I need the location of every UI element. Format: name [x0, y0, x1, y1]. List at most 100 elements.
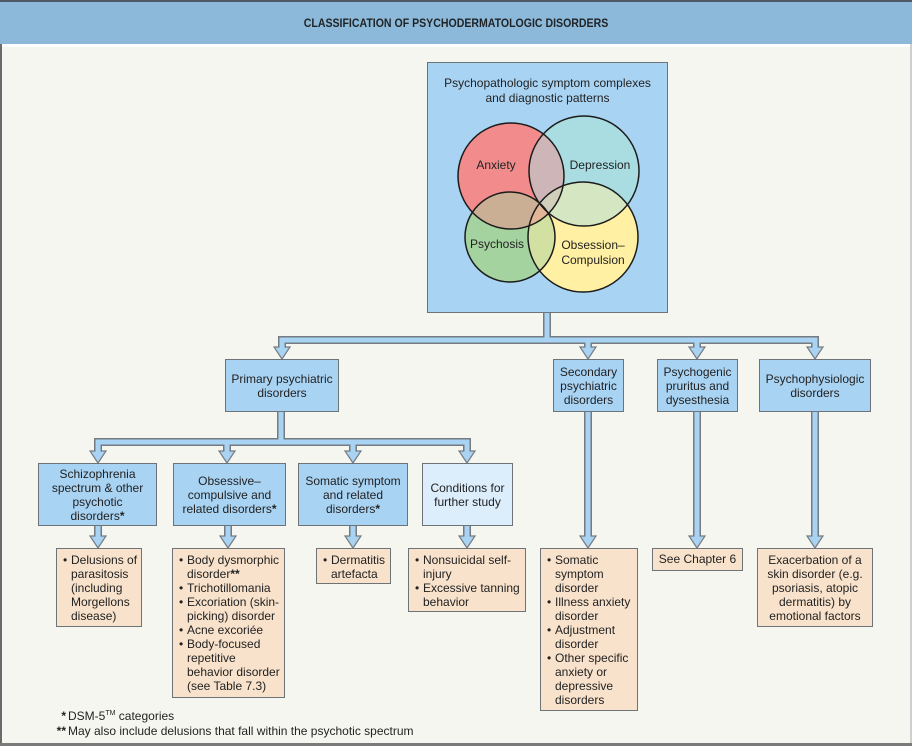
dsm-marker: *: [271, 501, 277, 516]
list-item-text: Delusions of parasitosis (including Morg…: [71, 553, 138, 623]
subcategory-label-text: Somatic symptom and related disorders: [305, 473, 401, 516]
category-label: Psychogenic pruritus and dysesthesia: [663, 364, 732, 407]
header-divider: [0, 44, 912, 47]
subcategory-somatic-symptom: Somatic symptom and related disorders*: [298, 463, 408, 526]
detail-list: Somatic symptom disorderIllness anxiety …: [541, 549, 637, 707]
list-item: Illness anxiety disorder: [547, 595, 636, 623]
venn-outline-obsession: [527, 181, 639, 293]
footnote-marker: **: [230, 567, 240, 581]
subcategory-label: Schizophrenia spectrum & other psychotic…: [47, 467, 148, 523]
category-psychophysiologic: Psychophysiologic disorders: [759, 359, 871, 412]
arrow-to-obsessive-details: [218, 535, 238, 550]
list-item-text: Other specific anxiety or depressive dis…: [555, 651, 629, 707]
list-item-text: Excoriation (skin-picking) disorder: [187, 595, 280, 623]
overview-box: Anxiety Depression Psychosis Obsession– …: [427, 62, 668, 313]
arrow-to-pruritus-details: [687, 535, 707, 550]
list-item-text: Somatic symptom disorder: [555, 553, 604, 595]
details-psychogenic-pruritus: See Chapter 6: [652, 548, 743, 571]
venn-label-psychosis: Psychosis: [470, 237, 524, 251]
list-item-text: Nonsuicidal self-injury: [423, 553, 512, 581]
arrow-to-conditions-details: [457, 535, 477, 550]
footnote-dsm: * DSM-5TM categories: [50, 709, 414, 724]
list-item-text: Excessive tanning behavior: [423, 581, 520, 609]
list-item: Trichotillomania: [179, 581, 283, 595]
details-obsessive-compulsive: Body dysmorphic disorder**Trichotilloman…: [172, 548, 285, 698]
list-item-text: Acne excoriée: [187, 623, 264, 637]
overview-title: Psychopathologic symptom complexes and d…: [444, 76, 651, 105]
chapter-reference: See Chapter 6: [658, 552, 737, 566]
footnotes: * DSM-5TM categories ** May also include…: [50, 709, 414, 739]
connector-primary-bar: [95, 439, 470, 452]
subcategory-label: Somatic symptom and related disorders*: [303, 474, 403, 516]
trademark-superscript: TM: [105, 710, 116, 717]
list-item-text: Trichotillomania: [187, 581, 271, 595]
category-psychogenic-pruritus: Psychogenic pruritus and dysesthesia: [657, 359, 738, 412]
arrow-to-schizo-details: [88, 535, 108, 550]
details-psychophysiologic: Exacerbation of a skin disorder (e.g. ps…: [757, 548, 873, 627]
list-item: Delusions of parasitosis (including Morg…: [63, 553, 140, 623]
list-item: Acne excoriée: [179, 623, 283, 637]
arrow-to-conditions: [457, 450, 477, 465]
list-item: Other specific anxiety or depressive dis…: [547, 651, 636, 707]
venn-outline-anxiety: [457, 122, 565, 230]
dsm-marker: *: [375, 501, 381, 516]
venn-label-depression: Depression: [570, 158, 631, 172]
subcategory-label-text: Obsessive–compulsive and related disorde…: [182, 473, 272, 516]
details-secondary-psychiatric: Somatic symptom disorderIllness anxiety …: [540, 548, 638, 711]
subcategory-schizophrenia-spectrum: Schizophrenia spectrum & other psychotic…: [38, 463, 157, 526]
footnote-marker: **: [56, 724, 66, 738]
venn-circle-depression-blend: [529, 116, 639, 226]
list-item: Nonsuicidal self-injury: [415, 553, 524, 581]
list-item: Excessive tanning behavior: [415, 581, 524, 609]
list-item: Dermatitis artefacta: [323, 553, 389, 581]
detail-list: Nonsuicidal self-injuryExcessive tanning…: [409, 549, 525, 609]
venn-label-obsession-line2: Compulsion: [561, 253, 624, 267]
footnote-marker: *: [61, 709, 66, 723]
arrow-to-schizophrenia: [88, 450, 108, 465]
list-item-text: Dermatitis artefacta: [331, 553, 386, 581]
arrow-to-pruritus: [687, 346, 707, 361]
frame-right-border: [910, 44, 912, 746]
dsm-marker: *: [119, 508, 125, 523]
arrow-to-secondary-details: [578, 535, 598, 550]
venn-diagram: Anxiety Depression Psychosis Obsession– …: [457, 115, 640, 293]
subcategory-label-text: Conditions for further study: [430, 480, 505, 509]
venn-outline-psychosis: [464, 191, 556, 283]
footnote-text: DSM-5TM categories: [68, 709, 174, 724]
footnote-text-after: categories: [115, 709, 175, 723]
subcategory-label: Conditions for further study: [426, 481, 509, 509]
category-secondary-psychiatric: Secondary psychiatric disorders: [553, 359, 624, 412]
arrow-to-somatic-details: [343, 535, 363, 550]
detail-list: Dermatitis artefacta: [317, 549, 390, 581]
list-item: Body dysmorphic disorder**: [179, 553, 283, 581]
detail-list: Body dysmorphic disorder**Trichotilloman…: [173, 549, 284, 693]
arrow-to-psychophysiologic-details: [805, 535, 825, 550]
figure-title: CLASSIFICATION OF PSYCHODERMATOLOGIC DIS…: [303, 16, 609, 30]
list-item: Adjustment disorder: [547, 623, 636, 651]
list-item-text: Illness anxiety disorder: [555, 595, 631, 623]
arrow-to-psychophysiologic: [805, 346, 825, 361]
category-label: Psychophysiologic disorders: [765, 371, 865, 400]
arrow-to-obsessive: [217, 450, 237, 465]
frame-top-border: [0, 0, 912, 2]
psychophysiologic-description: Exacerbation of a skin disorder (e.g. ps…: [767, 553, 863, 623]
footnote-delusions: ** May also include delusions that fall …: [50, 724, 414, 739]
list-item: Body-focused repetitive behavior disorde…: [179, 637, 283, 693]
details-schizophrenia-spectrum: Delusions of parasitosis (including Morg…: [56, 548, 142, 627]
subcategory-obsessive-compulsive: Obsessive–compulsive and related disorde…: [173, 463, 286, 526]
venn-label-anxiety: Anxiety: [476, 158, 515, 172]
details-conditions-further-study: Nonsuicidal self-injuryExcessive tanning…: [408, 548, 526, 612]
detail-list: Delusions of parasitosis (including Morg…: [57, 549, 141, 623]
subcategory-label: Obsessive–compulsive and related disorde…: [179, 474, 280, 516]
connector-top-bar: [279, 337, 818, 348]
list-item-text: Body-focused repetitive behavior disorde…: [187, 637, 280, 693]
list-item-text: Adjustment disorder: [555, 623, 616, 651]
venn-outline-depression: [528, 115, 640, 227]
frame-left-border: [0, 44, 2, 746]
subcategory-conditions-further-study: Conditions for further study: [422, 463, 513, 526]
footnote-text-main: DSM-5: [68, 709, 106, 723]
arrow-to-primary: [272, 346, 292, 361]
header-band: CLASSIFICATION OF PSYCHODERMATOLOGIC DIS…: [0, 2, 912, 44]
